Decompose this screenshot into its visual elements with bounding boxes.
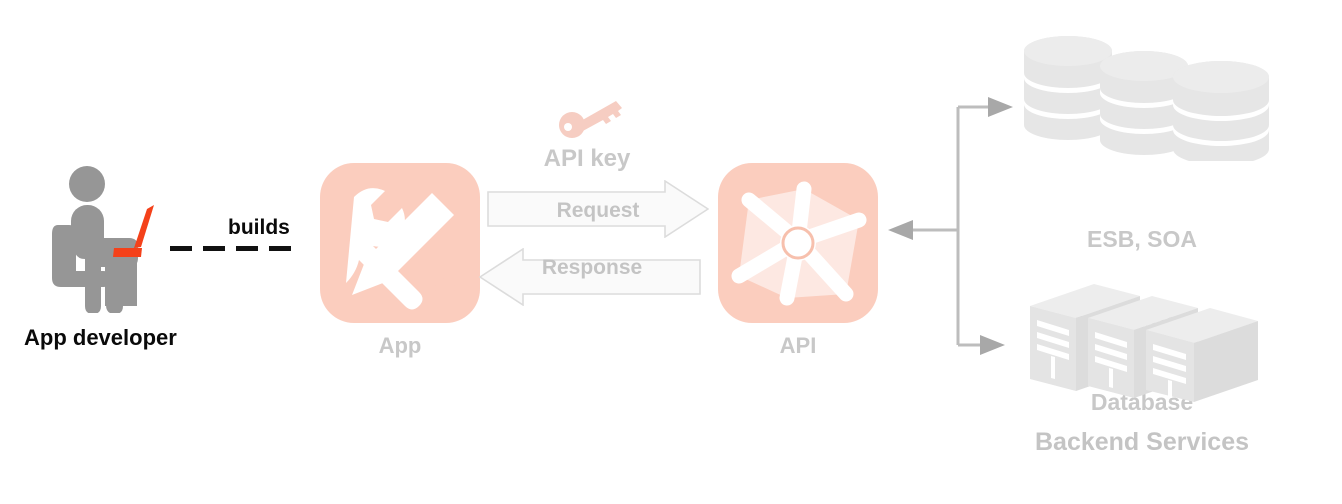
arrow-head-to-servers [980,335,1005,355]
request-arrow [487,180,709,238]
backend-services-label: Backend Services [1034,428,1250,456]
response-arrow-label: Response [541,256,643,279]
request-arrow-label: Request [556,199,640,222]
builds-label: builds [228,216,290,239]
app-tile[interactable] [320,163,480,323]
builds-dashed-line [170,246,302,251]
database-cylinders-icon [1024,36,1269,161]
esb-soa-line-1: ESB, SOA [1087,226,1197,253]
wrench-and-pencil-icon [346,188,455,310]
key-icon [559,101,622,138]
api-key-label: API key [543,145,631,172]
arrow-head-to-api [888,220,913,240]
server-racks-icon [1030,284,1258,402]
app-label: App [378,333,422,358]
backend-connector [888,97,1013,355]
api-label: API [779,333,817,358]
app-developer-icon [52,166,154,313]
api-hub-star-icon [731,181,867,306]
app-developer-label: App developer [24,325,177,350]
response-arrow [479,248,701,306]
api-tile[interactable] [718,163,878,323]
arrow-head-to-database [988,97,1013,117]
